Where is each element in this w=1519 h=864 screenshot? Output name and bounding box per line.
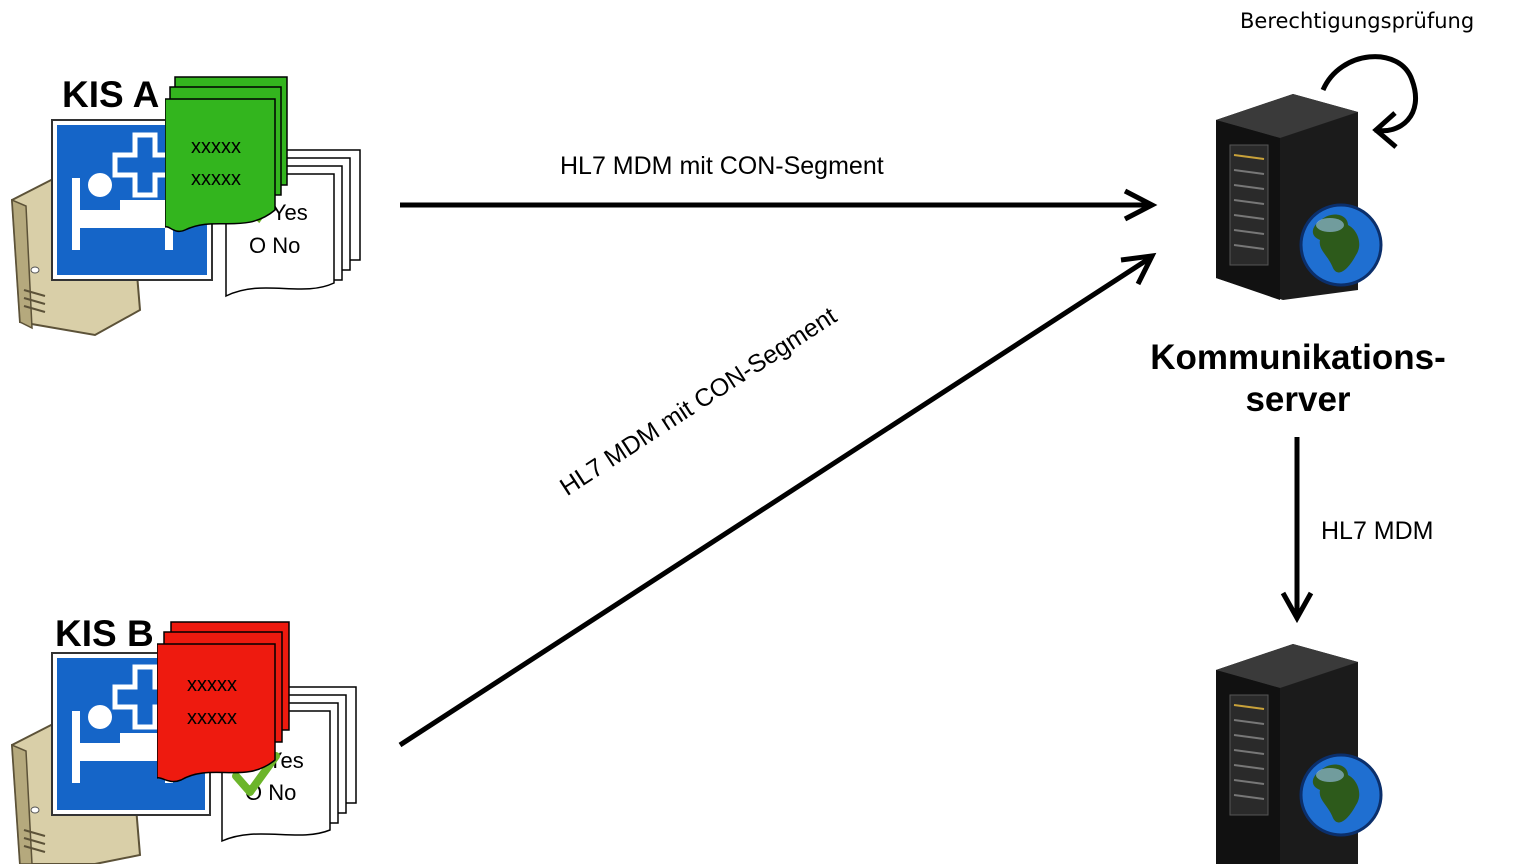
- self-check-label: Berechtigungsprüfung: [1240, 9, 1475, 33]
- arrow-kis-b-to-server: [398, 252, 1157, 748]
- red-document-icon: [157, 621, 290, 783]
- kis-a-group: O Yes O No xxxxx xxxxx KIS A: [0, 60, 400, 340]
- doc-line-1: xxxxx: [187, 674, 237, 696]
- doc-line-2: xxxxx: [191, 168, 241, 190]
- checkmark-icon: [232, 752, 280, 796]
- arrow-kis-a-to-server: [400, 188, 1158, 222]
- kis-b-group: O Yes O No xxxxx xxxxx KIS B: [0, 605, 400, 864]
- archive-server-icon: [1216, 644, 1383, 864]
- form-option-no: O No: [249, 233, 301, 258]
- arrow-server-to-archive: [1280, 437, 1314, 624]
- green-document-icon: [165, 76, 288, 233]
- message-label-top: HL7 MDM mit CON-Segment: [560, 152, 884, 180]
- doc-line-2: xxxxx: [187, 707, 237, 729]
- communication-server-icon: [1216, 94, 1383, 300]
- self-check-loop-icon: [1320, 54, 1419, 149]
- message-label-down: HL7 MDM: [1321, 517, 1434, 545]
- doc-line-1: xxxxx: [191, 136, 241, 158]
- system-title-kis-b: KIS B: [55, 613, 154, 654]
- server-name: Kommunikations- server: [1128, 337, 1468, 421]
- server-name-line-2: server: [1245, 380, 1351, 419]
- server-name-line-1: Kommunikations-: [1150, 338, 1446, 377]
- system-title-kis-a: KIS A: [62, 74, 160, 115]
